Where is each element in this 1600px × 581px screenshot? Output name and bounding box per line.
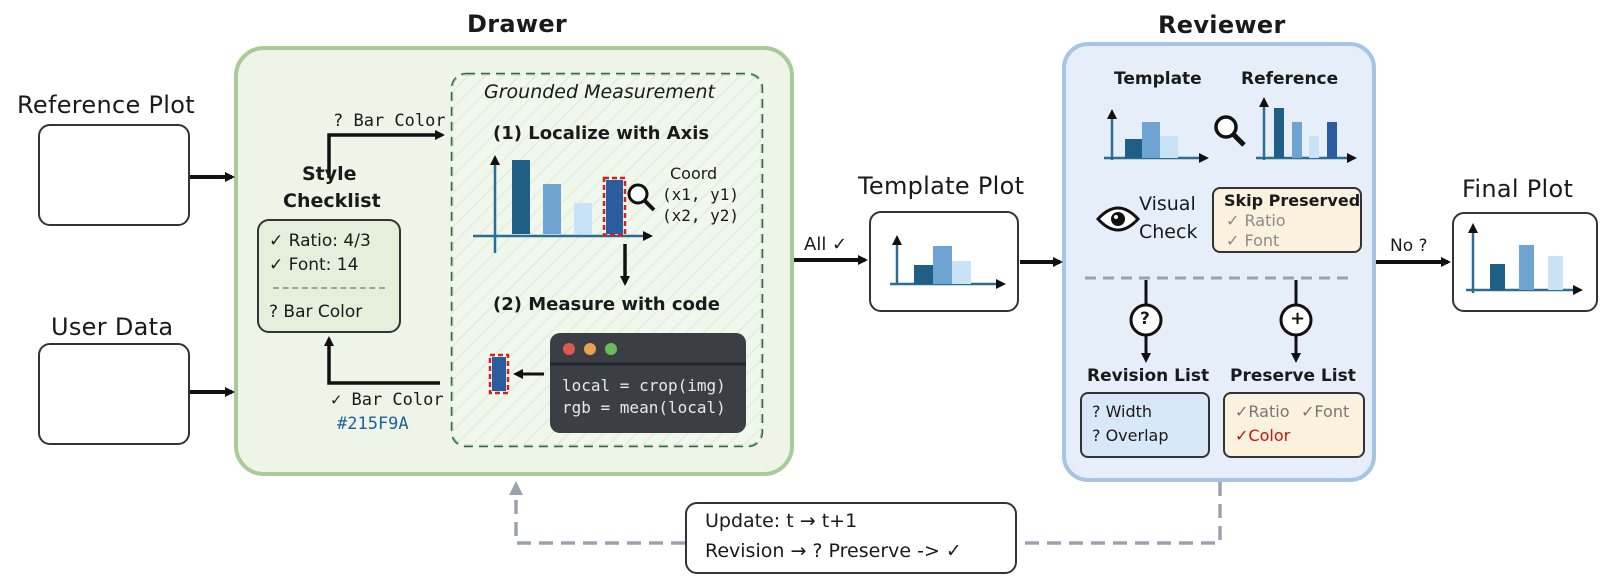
final-plot-title: Final Plot bbox=[1462, 175, 1574, 203]
step2-label: (2) Measure with code bbox=[493, 294, 721, 315]
user-data-box bbox=[38, 343, 190, 445]
skip-preserved-box: Skip Preserved ✓ Ratio ✓ Font bbox=[1212, 187, 1362, 253]
all-check-label: All ✓ bbox=[804, 234, 848, 255]
checklist-bar-color: ? Bar Color bbox=[269, 302, 363, 322]
final-plot-chart-icon bbox=[1466, 223, 1583, 295]
checklist-font: ✓ Font: 14 bbox=[269, 255, 359, 275]
result-arrow bbox=[324, 336, 440, 385]
reference-plot-box bbox=[38, 124, 190, 226]
question-circle-glyph: ? bbox=[1140, 309, 1150, 329]
style-checklist-box: ✓ Ratio: 4/3 ✓ Font: 14 ? Bar Color bbox=[257, 219, 401, 333]
reviewer-template-label: Template bbox=[1114, 69, 1202, 89]
no-label: No ? bbox=[1390, 236, 1428, 256]
eye-icon bbox=[1095, 206, 1141, 232]
skip-font: ✓ Font bbox=[1226, 231, 1280, 250]
style-checklist-title-line1: Style bbox=[302, 163, 357, 185]
grounded-measurement-title: Grounded Measurement bbox=[484, 81, 715, 103]
reviewer-reference-chart-icon bbox=[1256, 97, 1357, 163]
magnifier-icon-localize bbox=[627, 183, 656, 212]
user-data-title: User Data bbox=[51, 313, 174, 341]
preserve-list-title: Preserve List bbox=[1230, 366, 1356, 386]
result-label: ✓ Bar Color bbox=[331, 390, 444, 410]
code-window bbox=[550, 333, 746, 433]
visual-check-line1: Visual bbox=[1139, 193, 1196, 215]
coord-label: Coord bbox=[670, 164, 718, 183]
update-box: Update: t → t+1 Revision → ? Preserve ->… bbox=[685, 502, 1017, 574]
checklist-divider bbox=[273, 287, 385, 289]
style-checklist-title-line2: Checklist bbox=[283, 190, 381, 212]
skip-ratio: ✓ Ratio bbox=[1226, 211, 1286, 230]
drawer-title: Drawer bbox=[467, 10, 568, 38]
query-arrow bbox=[327, 130, 445, 178]
revision-list-box: ? Width ? Overlap bbox=[1080, 392, 1210, 458]
coord-1: (x1, y1) bbox=[662, 185, 740, 204]
result-hex: #215F9A bbox=[337, 414, 409, 434]
revision-overlap: ? Overlap bbox=[1092, 426, 1169, 445]
code-line-1: local = crop(img) bbox=[562, 376, 726, 395]
query-label: ? Bar Color bbox=[333, 111, 446, 131]
preserve-color: ✓Color bbox=[1235, 426, 1291, 445]
step1-label: (1) Localize with Axis bbox=[493, 123, 710, 144]
reference-plot-title: Reference Plot bbox=[17, 91, 195, 119]
skip-preserved-title: Skip Preserved bbox=[1224, 191, 1361, 210]
question-circle-icon bbox=[1129, 303, 1163, 337]
plus-circle-glyph: + bbox=[1290, 308, 1306, 329]
template-plot-title: Template Plot bbox=[858, 172, 1025, 200]
cropped-bar-icon bbox=[488, 353, 510, 395]
coord-2: (x2, y2) bbox=[662, 206, 740, 225]
preserve-font: ✓Font bbox=[1301, 402, 1350, 421]
visual-check-line2: Check bbox=[1139, 221, 1198, 243]
checklist-ratio: ✓ Ratio: 4/3 bbox=[269, 231, 371, 251]
localize-chart-icon bbox=[473, 155, 653, 253]
reviewer-title: Reviewer bbox=[1158, 11, 1286, 39]
code-line-2: rgb = mean(local) bbox=[562, 398, 726, 417]
preserve-list-box: ✓Ratio ✓Font ✓Color bbox=[1223, 392, 1365, 458]
update-line-2: Revision → ? Preserve -> ✓ bbox=[705, 540, 962, 562]
final-plot-box bbox=[1452, 212, 1598, 312]
plus-circle-icon bbox=[1279, 303, 1313, 337]
reviewer-reference-label: Reference bbox=[1241, 69, 1339, 89]
template-plot-chart-icon bbox=[890, 235, 1006, 289]
preserve-ratio: ✓Ratio bbox=[1235, 402, 1290, 421]
update-line-1: Update: t → t+1 bbox=[705, 510, 858, 532]
template-plot-box bbox=[869, 211, 1019, 312]
magnifier-icon-reviewer bbox=[1214, 115, 1246, 147]
feedback-loop-left bbox=[509, 481, 685, 545]
feedback-loop-right bbox=[1016, 482, 1222, 545]
reviewer-template-chart-icon bbox=[1104, 109, 1209, 163]
revision-list-title: Revision List bbox=[1087, 366, 1210, 386]
revision-width: ? Width bbox=[1092, 402, 1153, 421]
